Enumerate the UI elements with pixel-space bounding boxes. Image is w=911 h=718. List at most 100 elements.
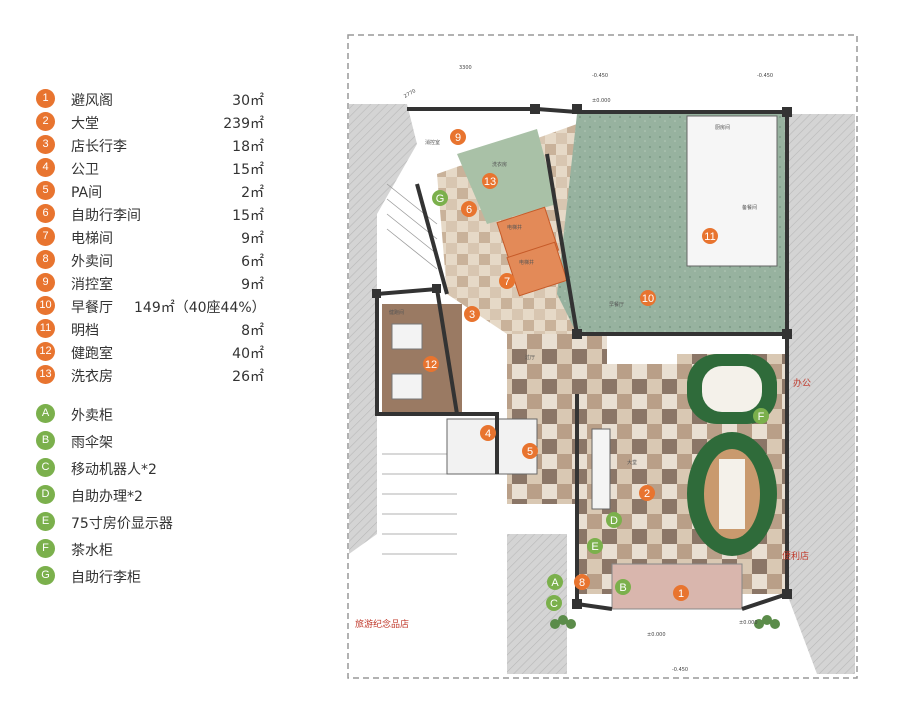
room-number-badge: 10 [36,296,55,315]
site-boundary [347,34,858,679]
facility-code-badge: B [36,431,55,450]
plan-tag-2: 2 [644,488,650,500]
room-area: 15㎡ [232,162,264,178]
room-number-badge: 3 [36,135,55,154]
label-gym: 健跑间 [389,309,404,316]
room-row: 10 早餐厅 149㎡（40座44%） [36,295,286,318]
room-number-badge: 2 [36,112,55,131]
room-area: 8㎡ [241,323,264,339]
kitchen-area [686,115,778,267]
room-row: 5 PA间 2㎡ [36,180,286,203]
plan-tag-g: G [436,193,445,205]
label-souvenir: 旅游纪念品店 [355,618,409,630]
room-row: 6 自助行李间 15㎡ [36,203,286,226]
facility-row: F 茶水柜 [36,538,286,565]
room-number-badge: 12 [36,342,55,361]
room-row: 13 洗衣房 26㎡ [36,364,286,387]
facility-name: 雨伞架 [71,435,113,451]
label-laundry: 洗衣房 [492,161,507,168]
room-row: 8 外卖间 6㎡ [36,249,286,272]
room-name: PA间 [71,185,103,201]
elev-mark-6: ±0.000 [739,620,758,626]
room-row: 4 公卫 15㎡ [36,157,286,180]
label-corridor: 过厅 [525,354,535,361]
room-name: 公卫 [71,162,99,178]
plan-tag-3: 3 [469,309,475,321]
dim-2: 2770 [403,88,417,100]
room-row: 12 健跑室 40㎡ [36,341,286,364]
label-kitchen: 厨房间 [715,124,730,131]
dim-1: 3300 [459,65,472,71]
room-area: 149㎡（40座44%） [134,300,266,316]
facility-row: B 雨伞架 [36,430,286,457]
room-name: 早餐厅 [71,300,113,316]
room-number-badge: 8 [36,250,55,269]
room-number-badge: 9 [36,273,55,292]
stair-lines [382,183,457,555]
facility-row: C 移动机器人*2 [36,457,286,484]
room-name: 健跑室 [71,346,113,362]
room-number-badge: 5 [36,181,55,200]
facility-name: 茶水柜 [71,543,113,559]
room-name: 大堂 [71,116,99,132]
floor-plan: 办公 便利店 旅游纪念品店 大堂 过厅 早餐厅 厨房间 备餐间 电梯井 电梯井 … [347,34,858,679]
facility-code-badge: G [36,566,55,585]
room-area: 26㎡ [232,369,264,385]
room-name: 明档 [71,323,99,339]
plan-tag-d: D [610,515,618,527]
room-area: 2㎡ [241,185,264,201]
room-number-badge: 4 [36,158,55,177]
facility-name: 移动机器人*2 [71,462,157,478]
plan-tag-8: 8 [579,577,585,589]
plan-tag-9: 9 [455,132,461,144]
room-area: 15㎡ [232,208,264,224]
facility-code-badge: E [36,512,55,531]
label-lobby: 大堂 [627,459,637,466]
elev-mark-2: -0.450 [757,73,773,79]
room-area: 9㎡ [241,277,264,293]
plan-tag-10: 10 [642,293,654,305]
facility-row: G 自助行李柜 [36,565,286,592]
facility-name: 自助办理*2 [71,489,143,505]
plan-tag-13: 13 [484,176,496,188]
facility-code-badge: D [36,485,55,504]
elev-mark-3: ±0.000 [592,98,611,104]
label-store: 便利店 [782,550,809,562]
facility-code-badge: F [36,539,55,558]
plan-tag-e: E [591,541,598,553]
room-number-badge: 1 [36,89,55,108]
label-elev1: 电梯井 [507,224,522,231]
room-number-badge: 13 [36,365,55,384]
plan-tag-b: B [619,582,626,594]
label-office: 办公 [793,377,811,389]
plan-tag-5: 5 [527,446,533,458]
room-number-badge: 7 [36,227,55,246]
plan-tag-a: A [551,577,559,589]
room-name: 电梯间 [71,231,113,247]
plan-tag-c: C [550,598,558,610]
plan-tags: 9 13 6 G 11 7 10 3 12 F 4 5 2 D E A 8 B … [423,129,769,611]
room-name: 洗衣房 [71,369,113,385]
room-name: 外卖间 [71,254,113,270]
label-breakfast: 早餐厅 [609,301,624,308]
room-area: 6㎡ [241,254,264,270]
elev-mark-5: -0.450 [672,667,688,673]
facility-code-badge: C [36,458,55,477]
room-number-badge: 11 [36,319,55,338]
room-area: 40㎡ [232,346,264,362]
columns [372,104,792,609]
facility-row: D 自助办理*2 [36,484,286,511]
walls [375,107,789,611]
plan-tag-11: 11 [704,231,715,243]
room-number-badge: 6 [36,204,55,223]
room-name: 自助行李间 [71,208,141,224]
facility-name: 自助行李柜 [71,570,141,586]
